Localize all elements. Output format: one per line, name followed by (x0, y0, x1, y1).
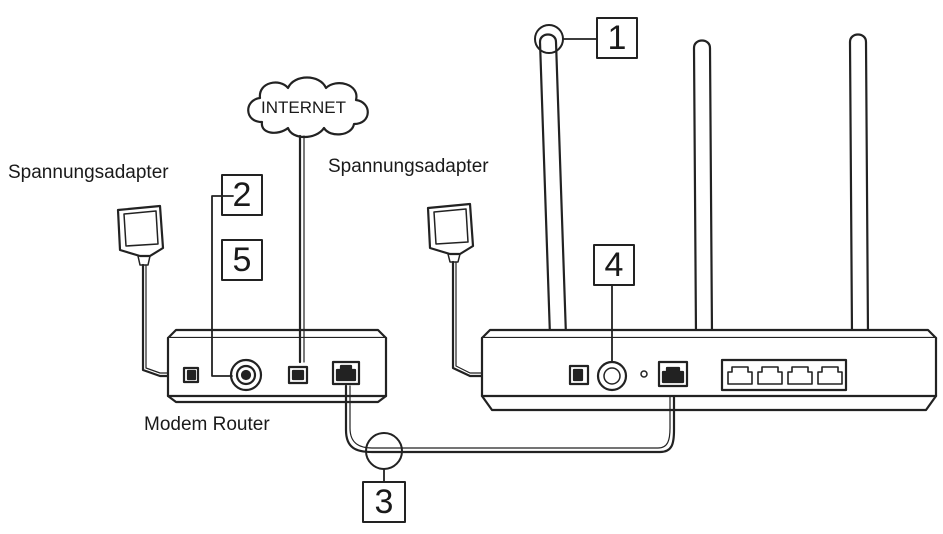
router-power-port (568, 364, 590, 386)
ethernet-cable (344, 384, 676, 454)
callout-5-number: 5 (232, 241, 252, 279)
callout-5-box (221, 239, 263, 281)
right-power-adapter-icon (426, 202, 475, 263)
router-lan-ports (720, 358, 848, 392)
callout-4-number: 4 (604, 246, 624, 284)
callout-3-number: 3 (374, 483, 394, 521)
modem-router-label: Modem Router (144, 414, 270, 435)
internet-label: INTERNET (261, 98, 346, 117)
wireless-router-device (480, 33, 938, 412)
modem-router-device (166, 328, 388, 404)
callout-1-box (596, 17, 638, 59)
antenna-right (848, 33, 870, 338)
antenna-middle (692, 39, 714, 338)
modem-power-port (182, 366, 200, 384)
antenna-left (538, 33, 568, 338)
left-power-adapter-icon (116, 204, 165, 266)
router-wan-port (657, 360, 689, 388)
callout-2-number: 2 (232, 176, 252, 214)
modem-dsl-port (229, 358, 263, 392)
modem-phone-port (287, 365, 309, 385)
callout-1-number: 1 (607, 19, 627, 57)
power-adapter-right-label: Spannungsadapter (328, 156, 489, 177)
callout-3-box (362, 481, 406, 523)
power-adapter-left-label: Spannungsadapter (8, 162, 169, 183)
callout-2-box (221, 174, 263, 216)
internet-cloud-icon (247, 76, 369, 139)
callout-4-box (593, 244, 635, 286)
modem-lan-port (331, 360, 361, 386)
